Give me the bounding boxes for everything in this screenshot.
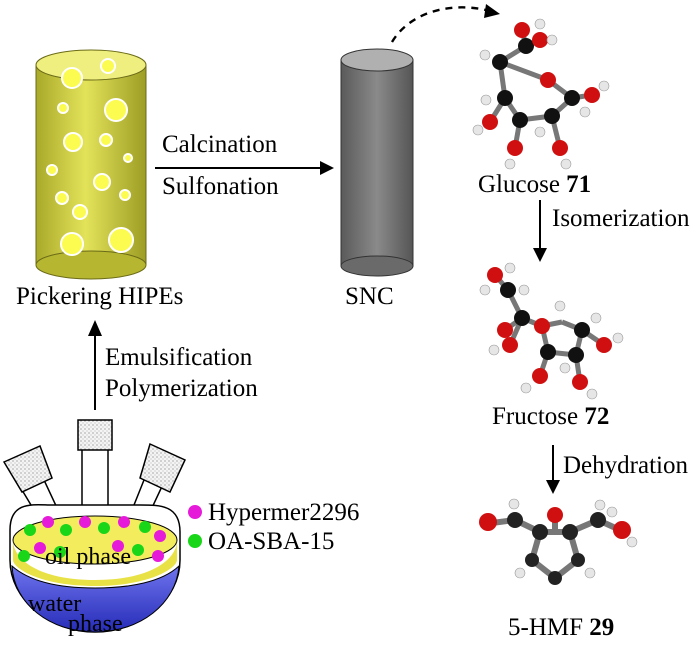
label-sulfonation: Sulfonation <box>162 173 279 200</box>
label-calcination: Calcination <box>162 131 278 158</box>
stopper-icon-center <box>77 419 113 451</box>
label-isomerization: Isomerization <box>552 205 690 232</box>
three-neck-flask <box>2 419 187 633</box>
snc-column <box>340 48 414 277</box>
label-hmf: 5-HMF 29 <box>508 614 615 641</box>
arrow-calcination <box>155 161 334 175</box>
arrow-isomerization <box>533 200 547 262</box>
label-emulsification: Emulsification <box>105 344 253 371</box>
label-water-line2: phase <box>68 611 123 637</box>
fructose-molecule <box>479 262 624 400</box>
label-glucose: Glucose 71 <box>478 171 592 198</box>
legend-hypermer-dot <box>188 505 202 519</box>
label-water-line1: water <box>28 591 82 617</box>
particle-dots <box>18 516 166 562</box>
glucose-molecule <box>472 18 610 170</box>
label-snc: SNC <box>345 283 394 310</box>
pickering-hipes-column <box>35 49 147 280</box>
label-fructose: Fructose 72 <box>492 403 610 430</box>
legend-oasba-label: OA-SBA-15 <box>208 528 335 555</box>
label-oil-phase: oil phase <box>45 544 131 570</box>
label-polymerization: Polymerization <box>105 375 258 402</box>
arrow-dehydration <box>546 445 560 494</box>
arrow-to-glucose-dashed <box>390 4 500 43</box>
stopper-icon-left <box>2 444 53 493</box>
stopper-icon-right <box>139 442 187 493</box>
label-dehydration: Dehydration <box>563 452 688 479</box>
legend-oasba-dot <box>188 534 202 548</box>
label-pickering-hipes: Pickering HIPEs <box>16 283 184 310</box>
arrow-emulsification <box>88 320 102 410</box>
legend-hypermer-label: Hypermer2296 <box>208 499 360 526</box>
hmf-molecule <box>479 498 638 585</box>
